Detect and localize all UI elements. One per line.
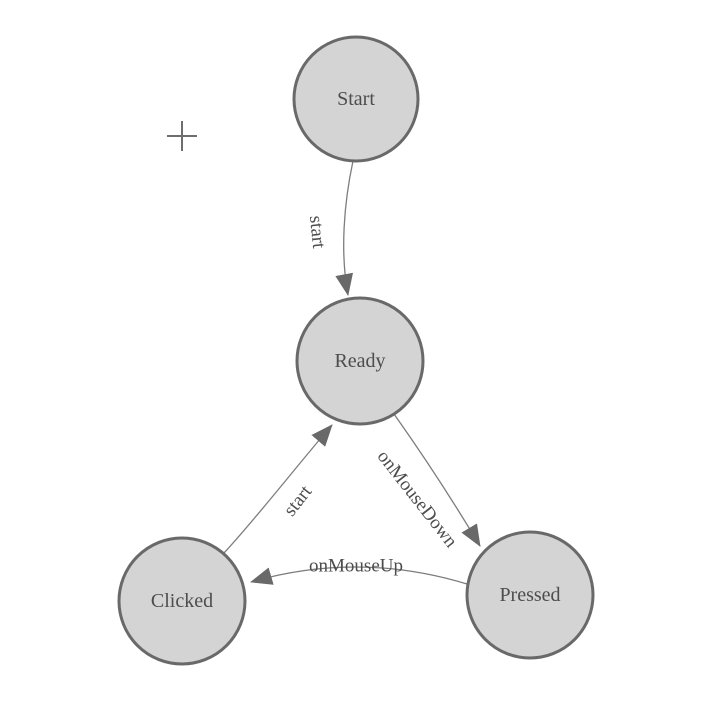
state-circle — [465, 530, 595, 660]
transition-label: onMouseUp — [309, 556, 403, 577]
state-node-pressed[interactable]: Pressed — [465, 530, 595, 660]
state-node-start[interactable]: Start — [292, 35, 420, 163]
state-label: Clicked — [151, 590, 213, 612]
state-node-ready[interactable]: Ready — [295, 296, 425, 426]
state-label: Start — [337, 88, 375, 110]
state-label: Pressed — [499, 584, 560, 606]
transition-label: start — [305, 215, 329, 250]
transition-line — [335, 160, 354, 296]
state-node-clicked[interactable]: Clicked — [117, 536, 247, 666]
transition-ready-to-pressed[interactable]: onMouseDown — [373, 413, 481, 552]
transition-line — [393, 413, 481, 547]
transition-pressed-to-clicked[interactable]: onMouseUp — [250, 556, 468, 585]
transition-line — [250, 566, 468, 585]
transition-label: onMouseDown — [373, 446, 462, 552]
state-circle — [292, 35, 420, 163]
state-circle — [295, 296, 425, 426]
plus-crosshair-icon — [167, 121, 197, 151]
state-label: Ready — [334, 350, 385, 372]
transition-clicked-to-ready[interactable]: start — [223, 424, 333, 554]
transition-start-to-ready[interactable]: start — [305, 160, 354, 296]
state-circle — [117, 536, 247, 666]
transition-label: start — [280, 481, 317, 520]
transition-line — [223, 424, 333, 554]
